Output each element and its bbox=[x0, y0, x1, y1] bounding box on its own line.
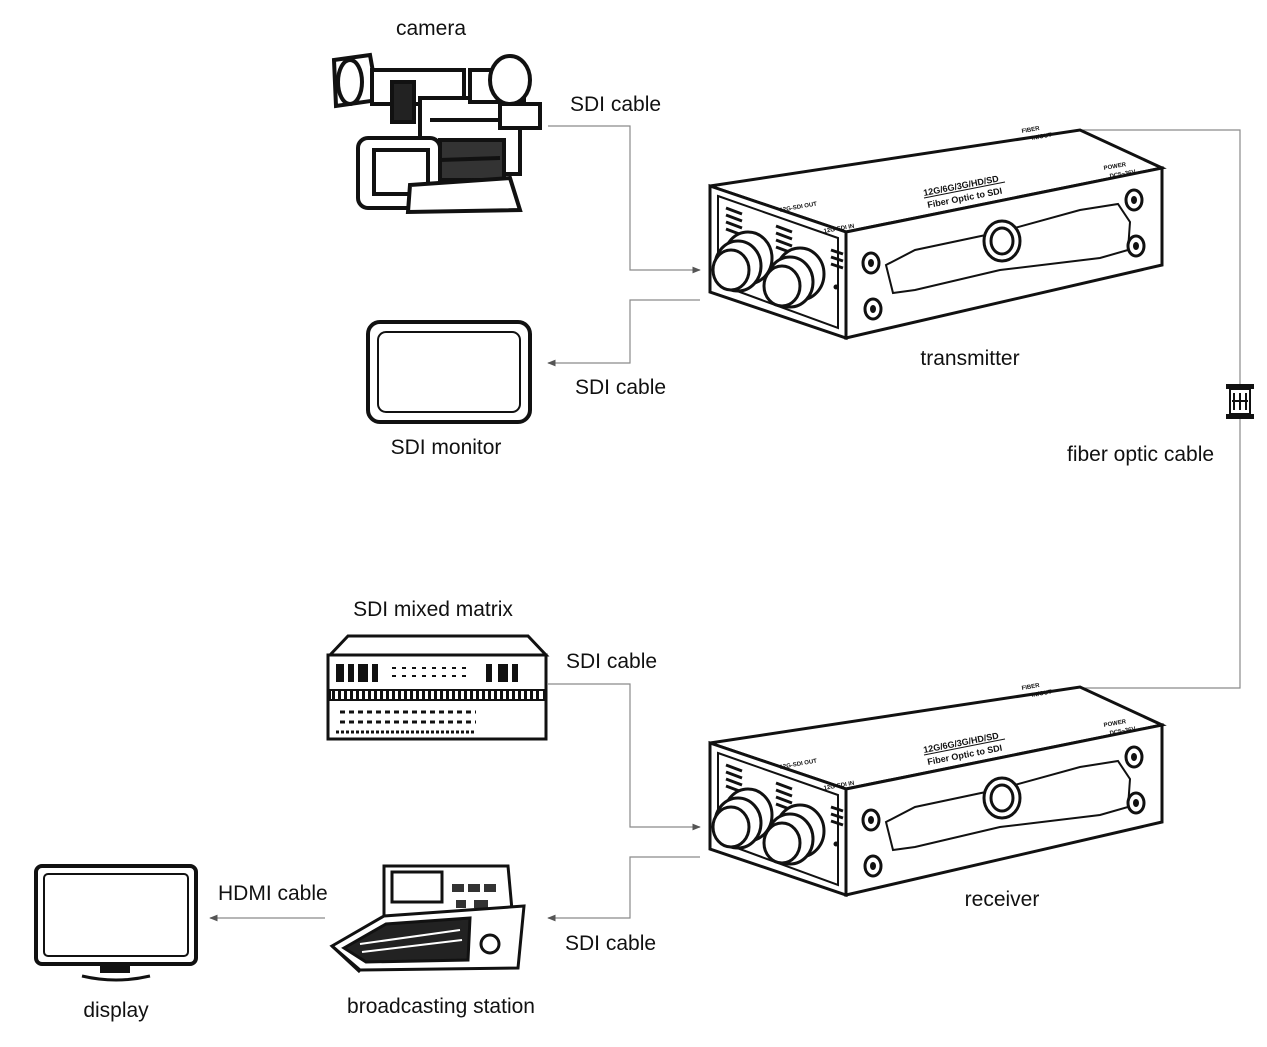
cable-receiver-to-station bbox=[547, 856, 700, 922]
receiver-power-text-2: DC5~36V bbox=[1109, 727, 1136, 737]
sdi-matrix-icon bbox=[326, 634, 550, 741]
receiver-fiber-text-2: IN/OUT bbox=[1031, 689, 1052, 698]
transmitter-device: 12G/6G/3G/HD/SD Fiber Optic to SDI 12G-S… bbox=[708, 126, 1164, 340]
transmitter-fiber-text-1: FIBER bbox=[1021, 126, 1040, 135]
receiver-port-in-text: 12G-SDI IN bbox=[823, 781, 855, 792]
transmitter-port-in-text: 12G-SDI IN bbox=[823, 224, 855, 235]
transmitter-label: transmitter bbox=[920, 347, 1020, 370]
receiver-power-text-1: POWER bbox=[1103, 719, 1127, 729]
cable-matrix-to-receiver bbox=[548, 683, 701, 831]
hdmi-cable-label: HDMI cable bbox=[218, 882, 328, 905]
sdi-cable-label-matrix: SDI cable bbox=[566, 650, 658, 673]
fiber-reel-icon bbox=[1226, 384, 1254, 419]
receiver-fiber-text-1: FIBER bbox=[1021, 683, 1040, 692]
cable-camera-to-transmitter bbox=[548, 125, 701, 274]
camera-icon bbox=[331, 52, 542, 215]
transmitter-power-text-2: DC5~36V bbox=[1109, 170, 1136, 180]
sdi-monitor-label: SDI monitor bbox=[390, 436, 502, 459]
sdi-monitor-icon bbox=[366, 320, 532, 424]
fiber-optic-cable-label: fiber optic cable bbox=[1067, 443, 1215, 466]
receiver-label: receiver bbox=[964, 888, 1040, 911]
broadcasting-station-icon bbox=[329, 864, 526, 974]
sdi-cable-label-monitor: SDI cable bbox=[575, 376, 667, 399]
cable-transmitter-to-monitor bbox=[547, 299, 700, 367]
transmitter-power-text-1: POWER bbox=[1103, 162, 1127, 172]
display-icon bbox=[34, 864, 198, 982]
broadcasting-station-label: broadcasting station bbox=[347, 995, 535, 1018]
receiver-device: 12G/6G/3G/HD/SD Fiber Optic to SDI 12G-S… bbox=[708, 683, 1164, 897]
sdi-cable-label-camera: SDI cable bbox=[570, 93, 662, 116]
camera-label: camera bbox=[395, 17, 467, 40]
sdi-mixed-matrix-label: SDI mixed matrix bbox=[353, 598, 513, 621]
transmitter-fiber-text-2: IN/OUT bbox=[1031, 132, 1052, 141]
display-label: display bbox=[83, 999, 149, 1022]
sdi-cable-label-station: SDI cable bbox=[565, 932, 657, 955]
